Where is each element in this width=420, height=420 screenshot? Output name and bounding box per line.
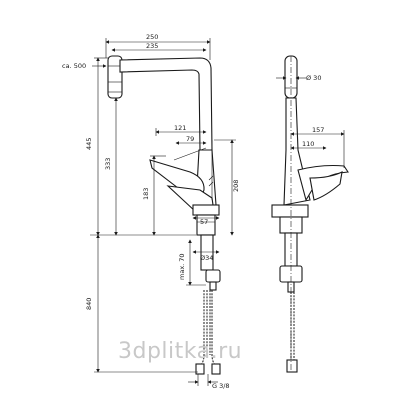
connector: [205, 269, 221, 283]
hose-fitting-left: [195, 363, 205, 375]
dim-thread: G 3/8: [212, 382, 230, 390]
dim-pullout: ca. 500: [62, 62, 86, 70]
hose-right: [211, 290, 217, 367]
hose-fitting-right: [211, 363, 221, 375]
threaded-rod: [200, 234, 214, 271]
watermark: 3dplitka.ru: [118, 339, 242, 364]
side-escutcheon: [271, 204, 309, 218]
connector-nut: [209, 281, 217, 291]
dim-reach: 121: [174, 124, 186, 132]
dim-base-width: 57: [200, 218, 208, 226]
front-view: [107, 55, 221, 375]
hose-left: [199, 290, 205, 367]
side-view: [271, 55, 349, 373]
side-lever-grip: [309, 171, 343, 201]
dim-height-total: 445: [85, 138, 93, 150]
dim-height-body: 333: [104, 158, 112, 170]
front-dimensions: 250 235 ca. 500 445 333 121 79 183 208 5…: [62, 33, 240, 390]
spout-arm: [119, 57, 213, 151]
dim-max-deck: max. 70: [178, 253, 186, 280]
dim-diameter-base: Ø34: [200, 254, 213, 262]
dim-side-reach: 157: [312, 126, 324, 134]
escutcheon: [192, 204, 220, 216]
dim-hose-length: 840: [85, 298, 93, 310]
side-dimensions: Ø 30 157 110: [276, 56, 345, 372]
side-hose-fitting: [286, 359, 298, 373]
dim-lever-height: 183: [142, 188, 150, 200]
dim-side-diameter: Ø 30: [306, 74, 321, 82]
dim-offset: 79: [186, 135, 194, 143]
dim-side-offset: 110: [302, 140, 314, 148]
dim-body-height: 208: [232, 180, 240, 192]
dim-width-mid: 235: [146, 42, 158, 50]
dim-width-top: 250: [146, 33, 158, 41]
